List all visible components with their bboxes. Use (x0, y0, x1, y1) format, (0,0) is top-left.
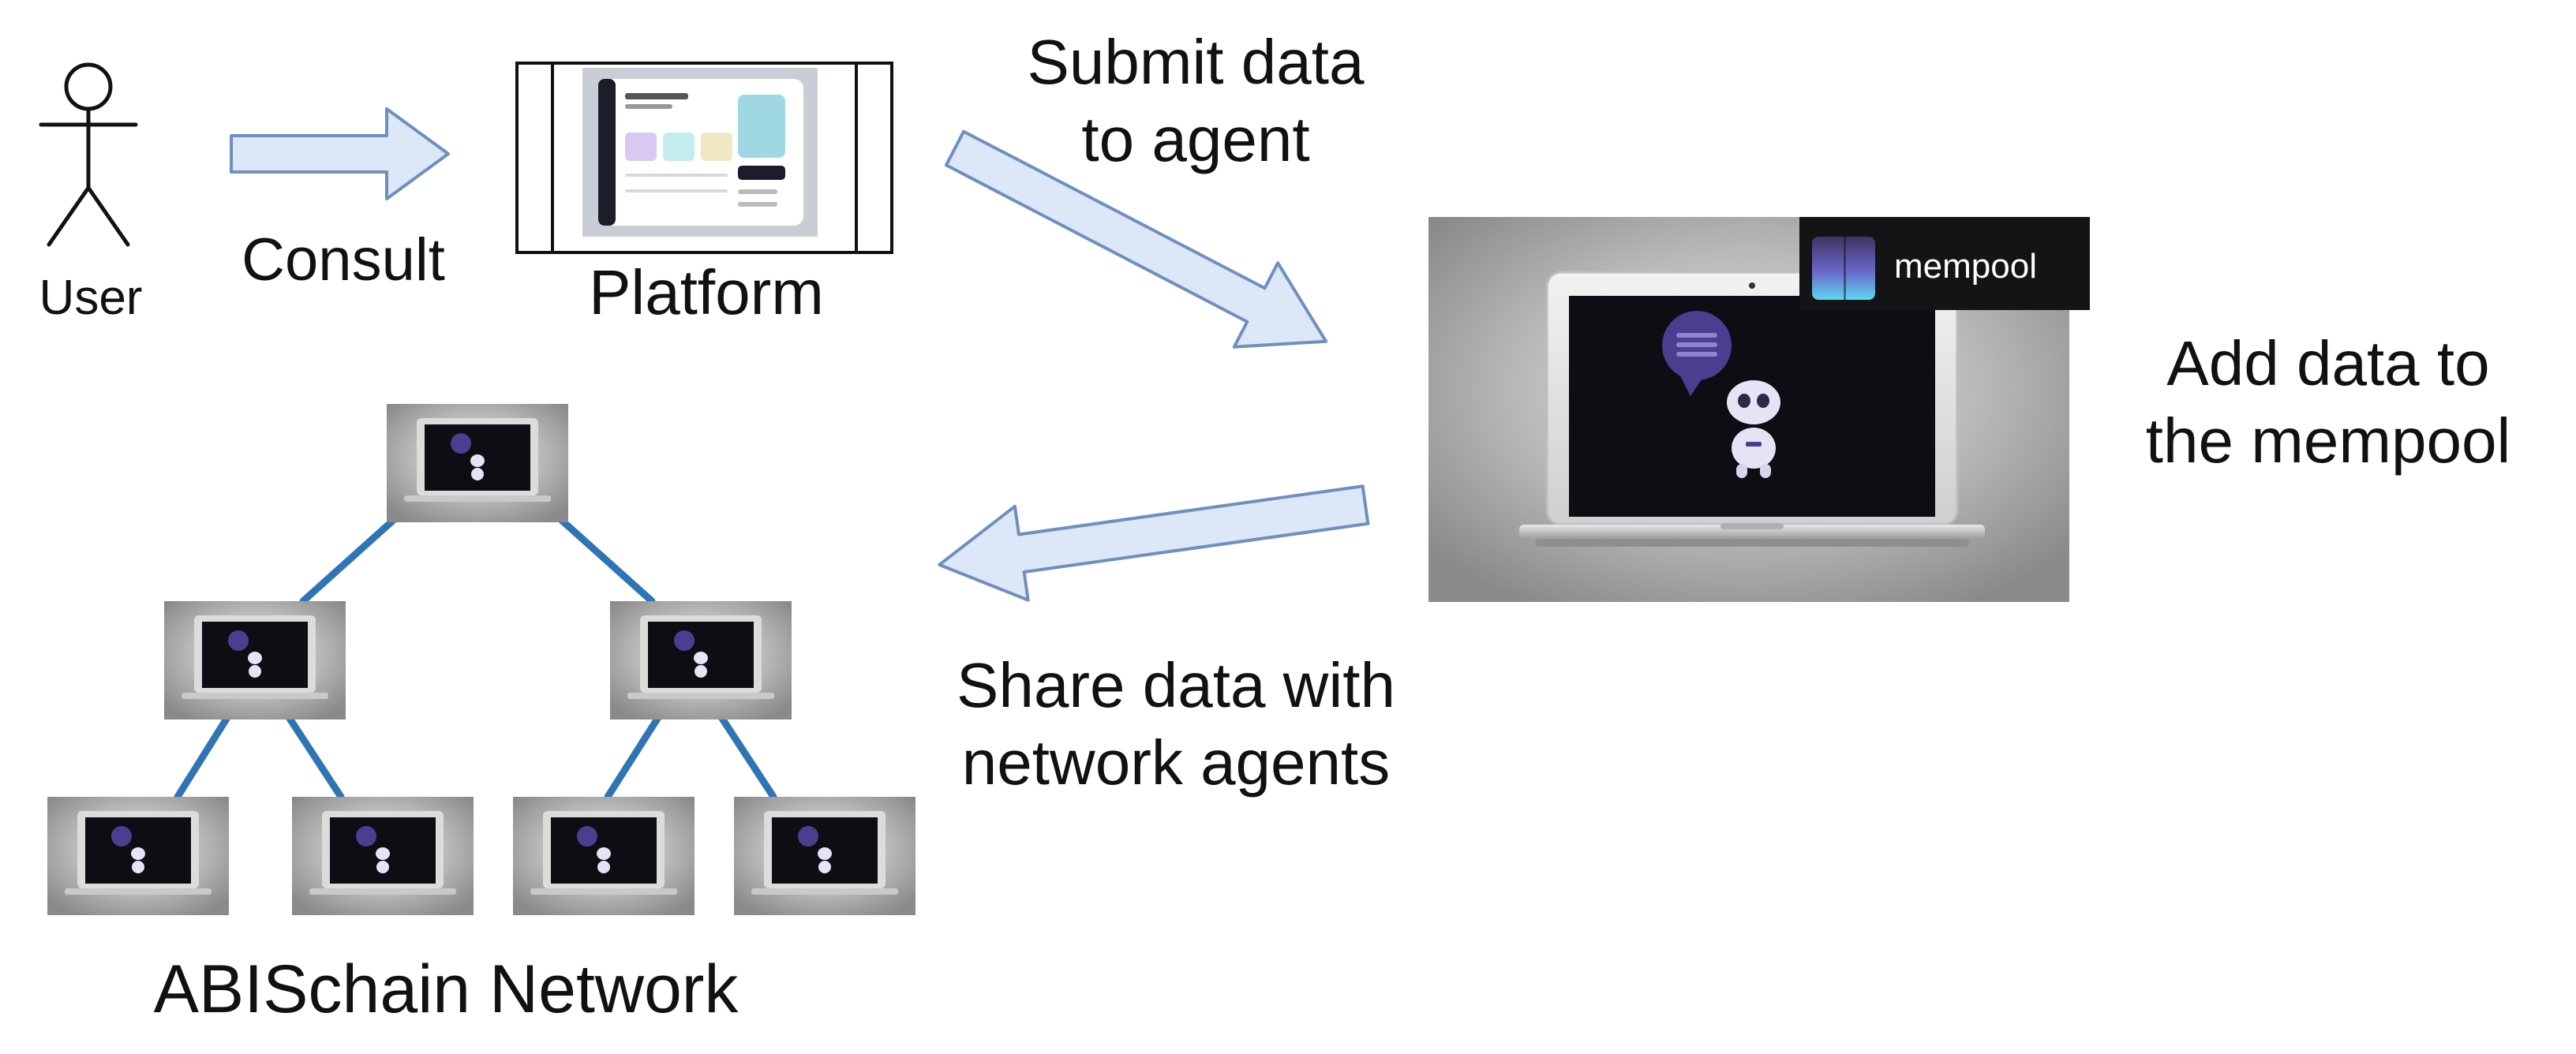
mempool-badge-label: mempool (1894, 247, 2037, 286)
submit-label-line2: to agent (1081, 103, 1310, 174)
network-node-mid-left (164, 601, 346, 719)
network-node-leaf-1 (47, 797, 229, 915)
add-mempool-label: Add data to the mempool (2091, 325, 2565, 479)
mempool-badge: mempool (1799, 217, 2090, 310)
submit-arrow (944, 129, 1328, 349)
share-label: Share data with network agents (892, 647, 1460, 801)
edge-left-rightleaf (280, 706, 345, 801)
share-arrow (938, 484, 1370, 602)
edge-right-rightleaf (713, 706, 777, 801)
network-node-root (387, 404, 568, 522)
consult-label: Consult (242, 226, 445, 293)
network-node-mid-right (610, 601, 792, 719)
platform-screenshot-icon (515, 62, 893, 254)
network-node-leaf-4 (734, 797, 915, 915)
network-label: ABISchain Network (153, 951, 739, 1027)
network-node-leaf-3 (513, 797, 695, 915)
network-node-leaf-2 (292, 797, 474, 915)
user-stick-figure-icon (39, 62, 138, 247)
consult-arrow (230, 107, 450, 200)
submit-label-line1: Submit data (1027, 27, 1365, 97)
platform-label: Platform (589, 257, 824, 327)
share-label-line2: network agents (961, 727, 1391, 798)
share-label-line1: Share data with (957, 650, 1395, 720)
submit-label: Submit data to agent (963, 24, 1428, 178)
user-label: User (39, 271, 143, 325)
edge-right-leftleaf (604, 706, 667, 801)
add-mempool-label-line2: the mempool (2145, 405, 2511, 476)
add-mempool-label-line1: Add data to (2166, 328, 2490, 398)
edge-left-leftleaf (174, 706, 236, 801)
chat-bubble-icon (1662, 311, 1732, 396)
